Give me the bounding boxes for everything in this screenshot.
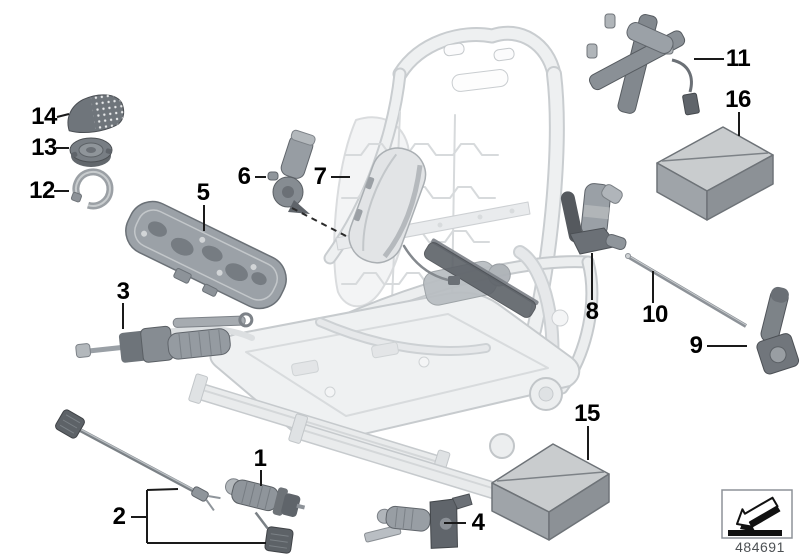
part-11-bracket-drive: [586, 13, 700, 116]
callout-7[interactable]: 7: [313, 163, 327, 190]
leader-line-2: [131, 488, 266, 544]
diagram-code: 484691: [735, 539, 785, 555]
callout-8[interactable]: 8: [585, 298, 599, 325]
callout-2[interactable]: 2: [112, 503, 126, 530]
part-12-retaining-ring: [70, 168, 114, 210]
part-4-rail-actuator: [364, 493, 473, 549]
leader-line-14: [56, 113, 70, 118]
part-13-blower: [69, 137, 113, 167]
backrest-bottom-mechanism: [423, 238, 539, 318]
callout-13[interactable]: 13: [31, 134, 57, 161]
callout-11[interactable]: 11: [725, 45, 751, 72]
callout-6[interactable]: 6: [237, 163, 251, 190]
part-7-side-bolster: [348, 147, 427, 264]
part-15-parts-box: [491, 443, 610, 541]
part-6-motor: [267, 129, 316, 214]
callout-15[interactable]: 15: [574, 400, 600, 427]
callout-5[interactable]: 5: [196, 179, 210, 206]
callout-10[interactable]: 10: [642, 301, 668, 328]
seat-rails: [188, 373, 551, 519]
callout-12[interactable]: 12: [29, 177, 55, 204]
callout-4[interactable]: 4: [471, 509, 485, 536]
callout-9[interactable]: 9: [689, 332, 703, 359]
bolster-cable: [402, 244, 450, 282]
callout-16[interactable]: 16: [725, 86, 751, 113]
part-14-perforated-cover: [67, 94, 125, 133]
leader-lines: [54, 58, 747, 544]
callout-3[interactable]: 3: [116, 278, 130, 305]
part-1-drive-motor: [224, 478, 306, 517]
direction-of-travel-icon: [721, 489, 793, 539]
part-10-drive-rod: [625, 253, 748, 328]
part-8-actuator: [560, 183, 627, 255]
part-5-seat-pan: [125, 200, 287, 310]
callout-14[interactable]: 14: [31, 103, 57, 130]
part-9-lever-actuator: [756, 286, 800, 375]
part-16-parts-box: [656, 126, 774, 221]
part-3-seat-drive: [75, 312, 254, 363]
part-2-flex-shaft: [55, 409, 221, 512]
callout-1[interactable]: 1: [253, 445, 267, 472]
part-2-connector: [254, 511, 294, 554]
